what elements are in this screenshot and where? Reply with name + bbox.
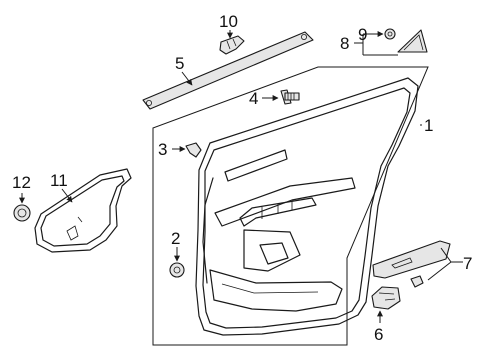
part-11-seal: [34, 168, 132, 253]
part-5-strip: [142, 31, 314, 110]
part-8-corner-cover: [397, 29, 428, 53]
part-6-switch: [371, 286, 401, 310]
callout-11: 11: [50, 171, 68, 190]
part-1-door-trim-panel: [195, 77, 419, 336]
part-3-clip: [185, 142, 202, 158]
callout-10: 10: [219, 12, 238, 31]
part-9-clip: [384, 28, 396, 40]
part-12-plug: [13, 204, 31, 222]
callout-3: 3: [158, 140, 167, 159]
callout-4: 4: [249, 89, 258, 108]
callout-7: 7: [463, 254, 472, 273]
part-7-switch-bezel: [372, 240, 451, 288]
callout-6: 6: [374, 325, 383, 344]
part-4-screw: [280, 89, 300, 105]
door-panel-frame: [152, 66, 429, 346]
callout-9: 9: [358, 25, 367, 44]
part-10-bracket: [219, 35, 245, 55]
callout-2: 2: [171, 229, 180, 248]
callout-8: 8: [340, 34, 349, 53]
callout-5: 5: [175, 54, 184, 73]
leader-lines: [19, 30, 463, 323]
callout-1: 1: [424, 116, 433, 135]
part-2-clip: [169, 262, 185, 278]
callout-12: 12: [12, 173, 31, 192]
